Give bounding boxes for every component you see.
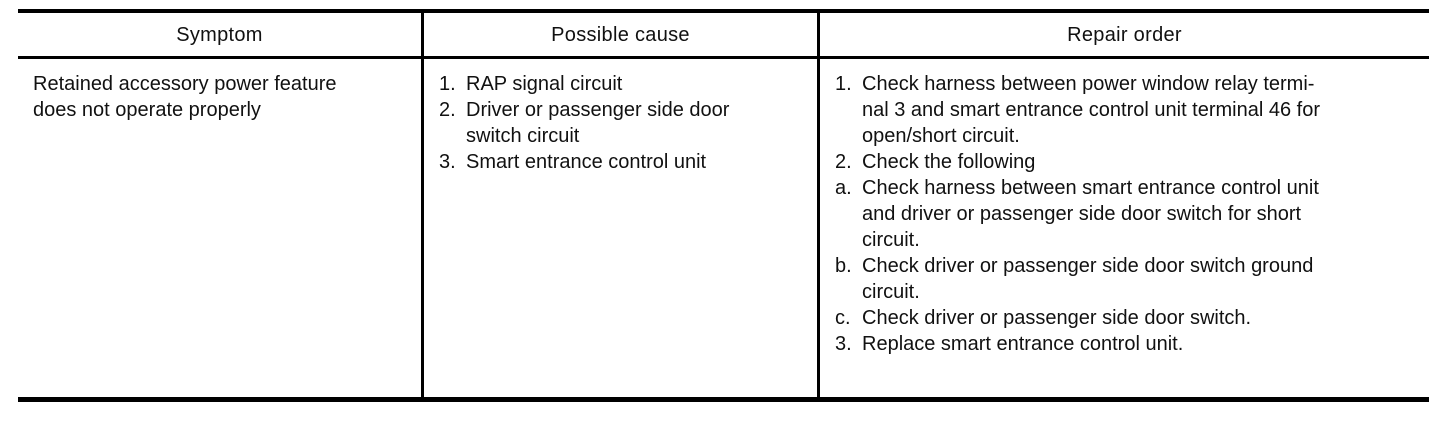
header-repair-order: Repair order — [817, 13, 1429, 56]
repair-order-cell: 1. Check harness between power window re… — [817, 59, 1429, 397]
list-item-label: b. — [835, 255, 852, 277]
repair-order-item: c. Check driver or passenger side door s… — [835, 305, 1415, 331]
list-item-text: Check driver or passenger side door swit… — [862, 255, 1314, 303]
list-item-label: 3. — [835, 333, 852, 355]
list-item-label: 2. — [439, 99, 456, 121]
repair-order-list: 1. Check harness between power window re… — [835, 71, 1415, 357]
list-item-label: 3. — [439, 151, 456, 173]
symptom-text: Retained accessory power feature does no… — [33, 73, 337, 121]
list-item-text: Check harness between power window relay… — [862, 73, 1321, 147]
possible-cause-cell: 1. RAP signal circuit 2. Driver or passe… — [421, 59, 817, 397]
list-item-label: 2. — [835, 151, 852, 173]
possible-cause-item: 2. Driver or passenger side door switch … — [439, 97, 803, 149]
list-item-text: RAP signal circuit — [466, 73, 623, 95]
list-item-text: Check harness between smart entrance con… — [862, 177, 1319, 251]
repair-order-item: a. Check harness between smart entrance … — [835, 175, 1415, 253]
list-item-text: Check driver or passenger side door swit… — [862, 307, 1252, 329]
list-item-label: a. — [835, 177, 852, 199]
repair-order-item: 1. Check harness between power window re… — [835, 71, 1415, 149]
repair-order-item: b. Check driver or passenger side door s… — [835, 253, 1415, 305]
list-item-text: Check the following — [862, 151, 1036, 173]
table-body-row: Retained accessory power feature does no… — [18, 59, 1429, 397]
list-item-text: Smart entrance control unit — [466, 151, 707, 173]
possible-cause-item: 3. Smart entrance control unit — [439, 149, 803, 175]
possible-cause-list: 1. RAP signal circuit 2. Driver or passe… — [439, 71, 803, 175]
list-item-label: 1. — [835, 73, 852, 95]
header-symptom: Symptom — [176, 23, 263, 46]
list-item-text: Replace smart entrance control unit. — [862, 333, 1184, 355]
diagnosis-table: Symptom Possible cause Repair order Reta… — [18, 9, 1429, 402]
header-possible-cause: Possible cause — [421, 13, 817, 56]
repair-order-item: 3. Replace smart entrance control unit. — [835, 331, 1415, 357]
repair-order-item: 2. Check the following — [835, 149, 1415, 175]
list-item-label: 1. — [439, 73, 456, 95]
possible-cause-item: 1. RAP signal circuit — [439, 71, 803, 97]
symptom-cell: Retained accessory power feature does no… — [18, 59, 421, 397]
table-header-row: Symptom Possible cause Repair order — [18, 13, 1429, 59]
list-item-text: Driver or passenger side door switch cir… — [466, 99, 730, 147]
list-item-label: c. — [835, 307, 851, 329]
